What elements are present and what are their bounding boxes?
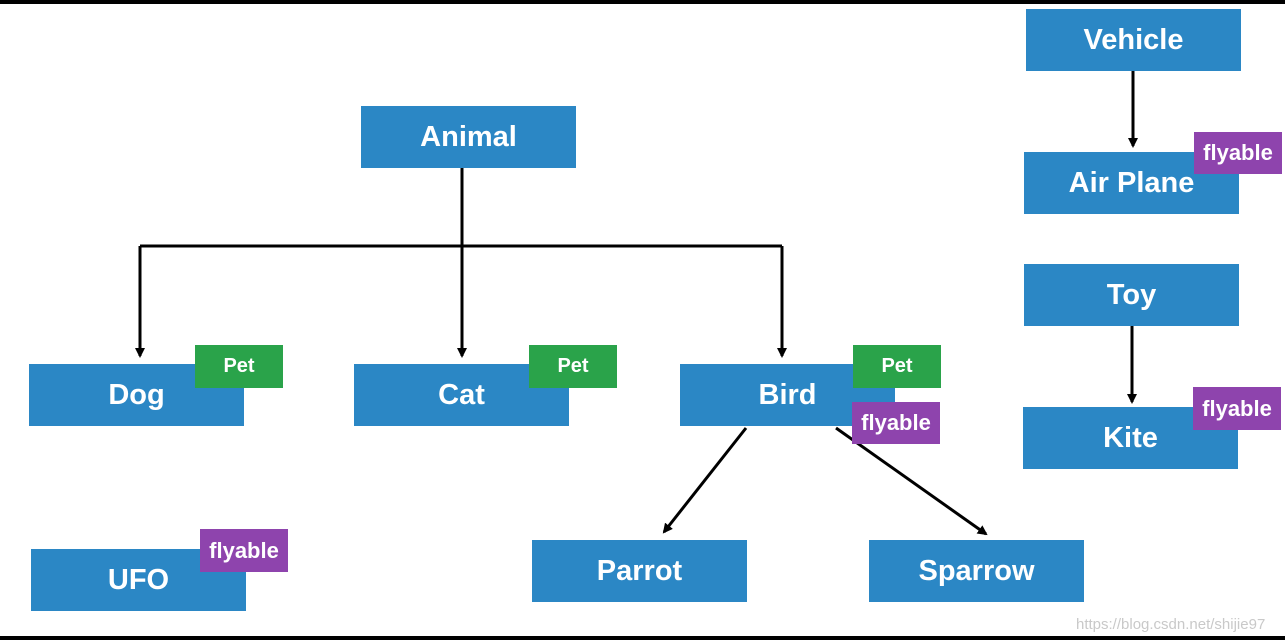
node-air-plane: Air Plane	[1024, 152, 1239, 214]
node-animal: Animal	[361, 106, 576, 168]
tag-pet-cat: Pet	[529, 345, 617, 388]
node-parrot: Parrot	[532, 540, 747, 602]
diagram-canvas: Animal Dog Cat Bird Parrot Sparrow UFO V…	[0, 4, 1285, 636]
tag-flyable-bird: flyable	[852, 402, 940, 444]
node-toy: Toy	[1024, 264, 1239, 326]
tag-pet-dog: Pet	[195, 345, 283, 388]
tag-flyable-kite: flyable	[1193, 387, 1281, 430]
edges-layer	[135, 71, 1138, 536]
watermark: https://blog.csdn.net/shijie97	[1076, 616, 1266, 633]
tag-flyable-ufo: flyable	[200, 529, 288, 572]
tag-pet-bird: Pet	[853, 345, 941, 388]
node-sparrow: Sparrow	[869, 540, 1084, 602]
edge-bird-sparrow	[835, 426, 988, 536]
tag-flyable-air-plane: flyable	[1194, 132, 1282, 174]
edge-bird-parrot	[662, 427, 748, 534]
node-cat: Cat	[354, 364, 569, 426]
node-vehicle: Vehicle	[1026, 9, 1241, 71]
